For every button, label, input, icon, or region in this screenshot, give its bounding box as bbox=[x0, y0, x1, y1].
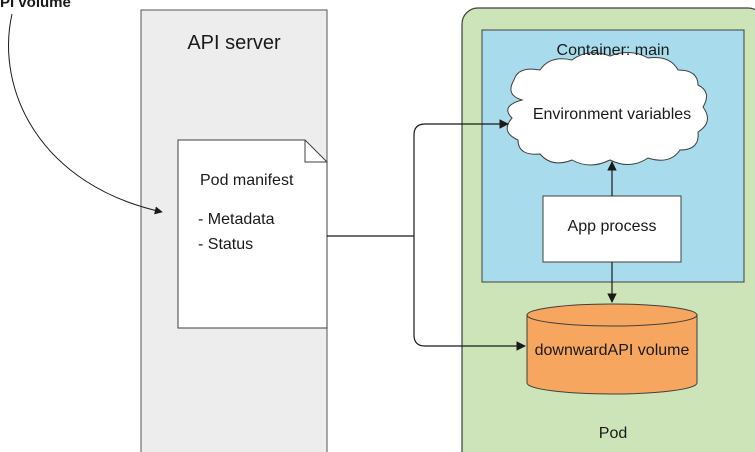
pod-manifest-document bbox=[177, 139, 328, 329]
app-process-box bbox=[542, 195, 682, 263]
arrow-to-downward-api-volume bbox=[413, 236, 526, 351]
pod-manifest-fold bbox=[304, 140, 327, 163]
caption-callout-arrow bbox=[8, 13, 163, 215]
api-server-title: API server bbox=[187, 32, 281, 54]
figure-caption: PI volume bbox=[0, 0, 71, 11]
arrow-to-environment-variables bbox=[413, 119, 509, 236]
downward-api-volume-top bbox=[526, 303, 698, 327]
environment-variables-cloud bbox=[506, 52, 708, 166]
downward-api-volume-label: downwardAPI volume bbox=[534, 342, 690, 359]
app-process-label: App process bbox=[567, 218, 657, 235]
pod-label: Pod bbox=[598, 425, 628, 442]
environment-variables-label: Environment variables bbox=[532, 106, 692, 123]
manifest-item-metadata: - Metadata bbox=[198, 211, 275, 228]
container-main-title: Container: main bbox=[556, 42, 670, 59]
downward-api-volume-cylinder bbox=[526, 315, 698, 395]
pod-manifest-title: Pod manifest bbox=[200, 172, 294, 189]
manifest-item-status: - Status bbox=[198, 236, 254, 253]
